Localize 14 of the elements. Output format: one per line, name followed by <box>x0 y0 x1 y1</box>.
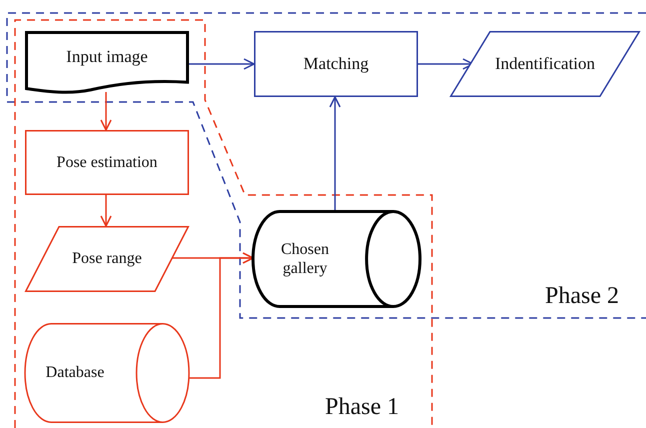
node-label: Chosen gallery <box>280 240 330 278</box>
node-label: Pose estimation <box>56 152 158 172</box>
phase-label: Phase 2 <box>545 283 619 310</box>
node-label: Database <box>46 363 104 383</box>
arrow <box>189 58 255 70</box>
node-label: Indentification <box>494 54 596 74</box>
arrow <box>329 96 341 210</box>
arrow <box>100 195 112 227</box>
phase-label: Phase 1 <box>325 394 399 421</box>
node-label: Input image <box>66 46 148 68</box>
arrow <box>189 252 254 379</box>
node-label: Pose range <box>72 249 142 269</box>
arrow <box>100 92 112 131</box>
node-label: Matching <box>303 54 369 74</box>
